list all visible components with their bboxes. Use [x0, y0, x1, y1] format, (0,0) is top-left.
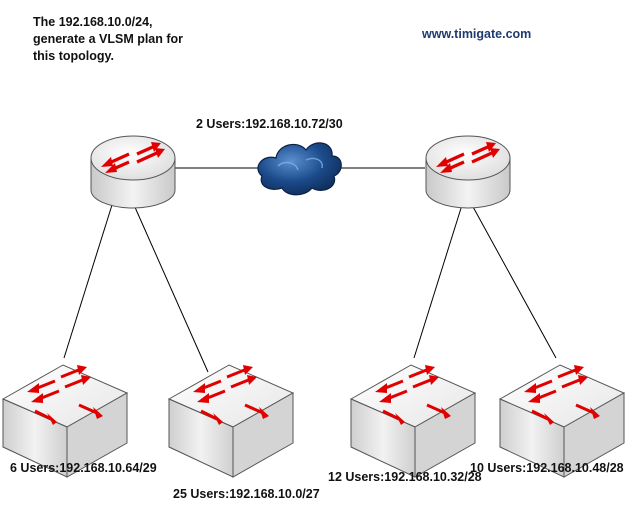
router-icon: [424, 134, 512, 210]
lan-3-label: 12 Users:192.168.10.32/28: [328, 470, 482, 484]
link-router-left-to-lan-1: [63, 204, 113, 359]
lan-2-switch[interactable]: [167, 363, 295, 479]
router-left[interactable]: [89, 134, 177, 210]
website-label: www.timigate.com: [421, 27, 531, 41]
link-router-left-to-lan-2: [133, 204, 209, 373]
links: [63, 167, 557, 373]
link-router-right-to-lan-3: [413, 204, 463, 359]
router-right[interactable]: [424, 134, 512, 210]
lan-4-label: 10 Users:192.168.10.48/28: [470, 461, 624, 475]
switch-icon: [349, 363, 477, 479]
question-line-2: generate a VLSM plan for: [33, 32, 183, 46]
switch-icon: [167, 363, 295, 479]
question-line-3: this topology.: [33, 49, 114, 63]
cloud-icon: [257, 142, 342, 196]
link-router-right-to-lan-4: [471, 204, 557, 359]
question-line-1: The 192.168.10.0/24,: [33, 15, 153, 29]
lan-1-label: 6 Users:192.168.10.64/29: [10, 461, 157, 475]
router-icon: [89, 134, 177, 210]
lan-3-switch[interactable]: [349, 363, 477, 479]
wan-link-label: 2 Users:192.168.10.72/30: [196, 117, 343, 131]
lan-2-label: 25 Users:192.168.10.0/27: [173, 487, 320, 501]
